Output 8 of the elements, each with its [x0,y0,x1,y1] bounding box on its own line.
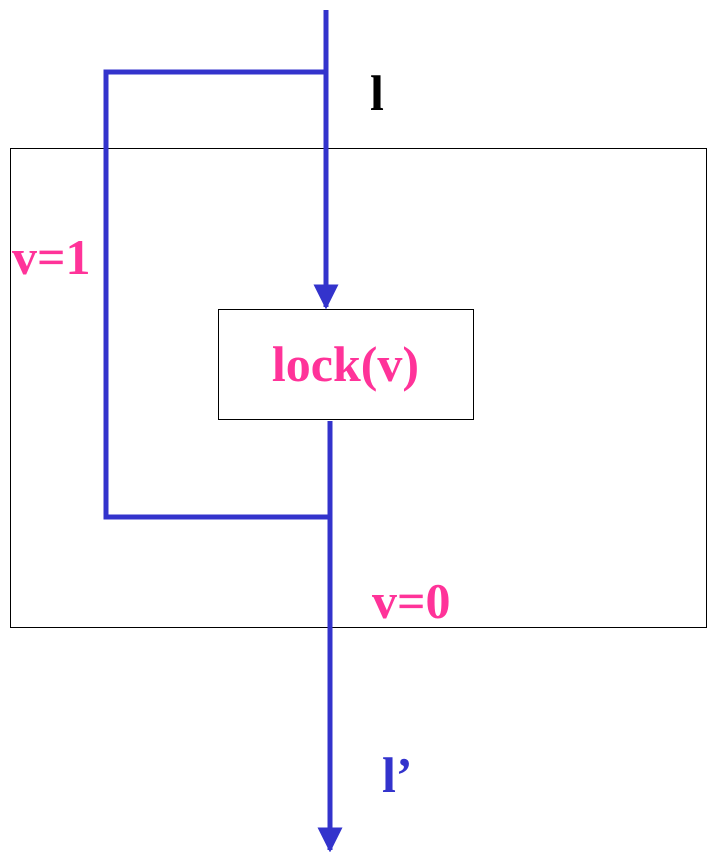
condition-label: v=0 [372,576,450,626]
arrow [314,10,338,310]
edge-label: l’ [382,750,413,800]
edge-label: l [370,68,384,118]
edge-label: v=1 [12,232,90,282]
frame-box [10,148,707,628]
node-label: lock(v) [272,335,420,393]
process-box [218,308,474,420]
